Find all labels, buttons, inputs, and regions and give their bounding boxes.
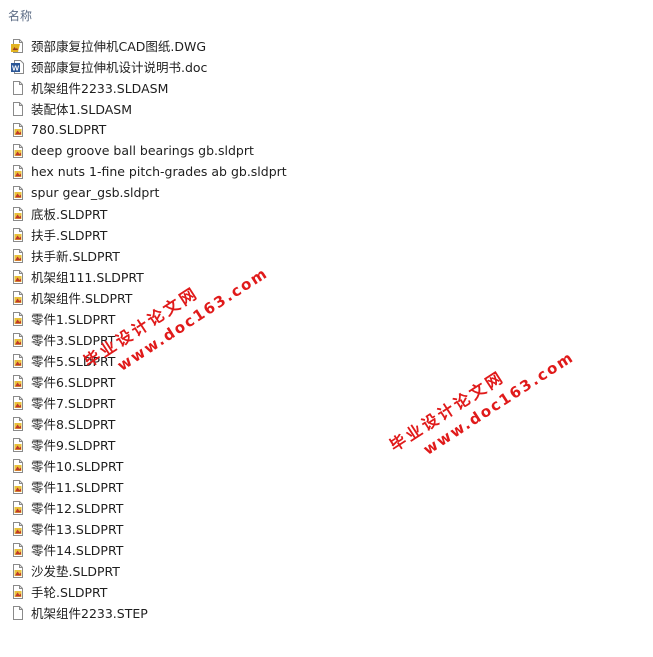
file-name: 零件7.SLDPRT [31,396,116,411]
sldprt-icon [10,143,26,159]
file-item[interactable]: 零件1.SLDPRT [10,308,340,329]
blank-file-icon [10,101,26,117]
file-name: 零件13.SLDPRT [31,522,124,537]
sldprt-icon [10,395,26,411]
name-column-header[interactable]: 名称 [8,9,33,23]
file-item[interactable]: 机架组件2233.STEP [10,602,340,623]
sldprt-icon [10,416,26,432]
file-item[interactable]: 零件3.SLDPRT [10,329,340,350]
file-item[interactable]: 装配体1.SLDASM [10,98,340,119]
file-item[interactable]: 机架组件.SLDPRT [10,287,340,308]
file-name: 机架组件2233.SLDASM [31,81,169,96]
file-item[interactable]: 零件9.SLDPRT [10,434,340,455]
file-name: 780.SLDPRT [31,122,107,137]
file-name: 扶手新.SLDPRT [31,249,120,264]
sldprt-icon [10,521,26,537]
file-name: 手轮.SLDPRT [31,585,108,600]
file-item[interactable]: 沙发垫.SLDPRT [10,560,340,581]
file-name: 零件10.SLDPRT [31,459,124,474]
file-item[interactable]: 零件12.SLDPRT [10,497,340,518]
file-item[interactable]: 扶手.SLDPRT [10,224,340,245]
watermark-2: 毕业设计论文网 www.doc163.com [384,326,577,473]
file-name: 装配体1.SLDASM [31,102,133,117]
file-name: 扶手.SLDPRT [31,228,108,243]
file-name: hex nuts 1-fine pitch-grades ab gb.sldpr… [31,164,287,179]
sldprt-icon [10,206,26,222]
word-doc-icon: W [10,59,26,75]
watermark-2-text: 毕业设计论文网 [386,366,509,456]
file-name: 零件8.SLDPRT [31,417,116,432]
file-name: 机架组111.SLDPRT [31,270,144,285]
watermark-2-url: www.doc163.com [419,347,578,459]
sldprt-icon [10,164,26,180]
sldprt-icon [10,458,26,474]
file-item[interactable]: 零件8.SLDPRT [10,413,340,434]
file-item[interactable]: 780.SLDPRT [10,119,340,140]
file-item[interactable]: 零件7.SLDPRT [10,392,340,413]
sldprt-icon [10,584,26,600]
file-item[interactable]: 机架组111.SLDPRT [10,266,340,287]
sldprt-icon [10,227,26,243]
file-name: 零件14.SLDPRT [31,543,124,558]
file-name: 零件1.SLDPRT [31,312,116,327]
file-name: 零件5.SLDPRT [31,354,116,369]
file-item[interactable]: deep groove ball bearings gb.sldprt [10,140,340,161]
sldprt-icon [10,500,26,516]
sldprt-icon [10,248,26,264]
file-item[interactable]: 机架组件2233.SLDASM [10,77,340,98]
dwg-icon [10,38,26,54]
file-item[interactable]: 扶手新.SLDPRT [10,245,340,266]
sldprt-icon [10,563,26,579]
file-name: 零件6.SLDPRT [31,375,116,390]
file-name: deep groove ball bearings gb.sldprt [31,143,254,158]
file-item[interactable]: 零件5.SLDPRT [10,350,340,371]
sldprt-icon [10,332,26,348]
sldprt-icon [10,290,26,306]
file-item[interactable]: 颈部康复拉伸机CAD图纸.DWG [10,35,340,56]
sldprt-icon [10,311,26,327]
file-name: 机架组件2233.STEP [31,606,148,621]
file-name: 颈部康复拉伸机设计说明书.doc [31,60,208,75]
sldprt-icon [10,374,26,390]
file-name: 底板.SLDPRT [31,207,108,222]
file-item[interactable]: 手轮.SLDPRT [10,581,340,602]
svg-text:W: W [12,63,20,72]
file-name: spur gear_gsb.sldprt [31,185,160,200]
sldprt-icon [10,269,26,285]
blank-file-icon [10,80,26,96]
sldprt-icon [10,185,26,201]
sldprt-icon [10,437,26,453]
file-name: 沙发垫.SLDPRT [31,564,120,579]
sldprt-icon [10,542,26,558]
file-item[interactable]: 底板.SLDPRT [10,203,340,224]
file-name: 颈部康复拉伸机CAD图纸.DWG [31,39,207,54]
sldprt-icon [10,479,26,495]
file-item[interactable]: hex nuts 1-fine pitch-grades ab gb.sldpr… [10,161,340,182]
file-name: 机架组件.SLDPRT [31,291,133,306]
file-item[interactable]: 零件6.SLDPRT [10,371,340,392]
sldprt-icon [10,353,26,369]
file-name: 零件11.SLDPRT [31,480,124,495]
file-name: 零件9.SLDPRT [31,438,116,453]
file-item[interactable]: 零件10.SLDPRT [10,455,340,476]
file-item[interactable]: W 颈部康复拉伸机设计说明书.doc [10,56,340,77]
sldprt-icon [10,122,26,138]
file-item[interactable]: 零件11.SLDPRT [10,476,340,497]
file-name: 零件3.SLDPRT [31,333,116,348]
file-item[interactable]: spur gear_gsb.sldprt [10,182,340,203]
file-item[interactable]: 零件13.SLDPRT [10,518,340,539]
file-list: 颈部康复拉伸机CAD图纸.DWG W 颈部康复拉伸机设计说明书.doc 机架组件223… [10,35,340,623]
file-item[interactable]: 零件14.SLDPRT [10,539,340,560]
file-name: 零件12.SLDPRT [31,501,124,516]
blank-file-icon [10,605,26,621]
